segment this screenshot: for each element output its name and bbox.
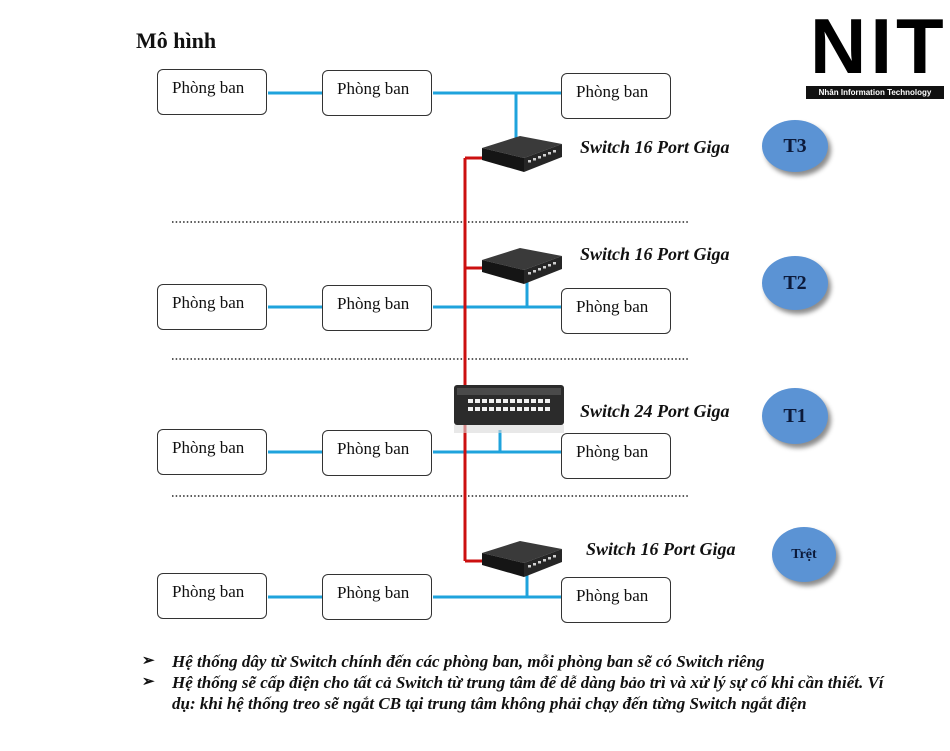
nit-logo: NIT Nhân Information Technology (800, 5, 946, 100)
note-item: ➢ Hệ thống dây từ Switch chính đến các p… (140, 651, 900, 672)
department-box-t1-3: Phòng ban (561, 433, 671, 479)
arrow-bullet-icon: ➢ (142, 674, 155, 690)
department-box-t1-1: Phòng ban (157, 429, 267, 475)
switch-tret-icon (482, 541, 562, 577)
switch-t2-icon (482, 248, 562, 284)
switch-label-t3: Switch 16 Port Giga (580, 137, 730, 157)
switch-label-tret: Switch 16 Port Giga (586, 539, 736, 559)
switch-label-t2: Switch 16 Port Giga (580, 244, 730, 264)
department-box-t3-1: Phòng ban (157, 69, 267, 115)
department-box-t2-2: Phòng ban (322, 285, 432, 331)
department-box-t3-2: Phòng ban (322, 70, 432, 116)
department-box-t1-2: Phòng ban (322, 430, 432, 476)
logo-subtitle: Nhân Information Technology (806, 86, 944, 99)
department-box-tret-1: Phòng ban (157, 573, 267, 619)
floor-badge-tret: Trệt (772, 527, 836, 582)
floor-badge-t3: T3 (762, 120, 828, 172)
note-text: Hệ thống sẽ cấp điện cho tất cả Switch t… (172, 673, 884, 713)
floor-separators (172, 221, 688, 497)
logo-text: NIT (810, 2, 948, 90)
data-cables (268, 91, 562, 599)
note-text: Hệ thống dây từ Switch chính đến các phò… (172, 652, 765, 671)
switch-label-t1: Switch 24 Port Giga (580, 401, 730, 421)
department-box-t3-3: Phòng ban (561, 73, 671, 119)
arrow-bullet-icon: ➢ (142, 653, 155, 669)
floor-badge-t2: T2 (762, 256, 828, 310)
page-title: Mô hình (136, 28, 217, 53)
department-box-tret-3: Phòng ban (561, 577, 671, 623)
switch-t3-icon (482, 136, 562, 172)
note-item: ➢ Hệ thống sẽ cấp điện cho tất cả Switch… (140, 672, 900, 714)
department-box-tret-2: Phòng ban (322, 574, 432, 620)
department-box-t2-3: Phòng ban (561, 288, 671, 334)
department-box-t2-1: Phòng ban (157, 284, 267, 330)
floor-badge-t1: T1 (762, 388, 828, 444)
power-cables (463, 156, 483, 563)
notes-list: ➢ Hệ thống dây từ Switch chính đến các p… (140, 651, 900, 714)
switch-t1-icon (454, 385, 564, 433)
